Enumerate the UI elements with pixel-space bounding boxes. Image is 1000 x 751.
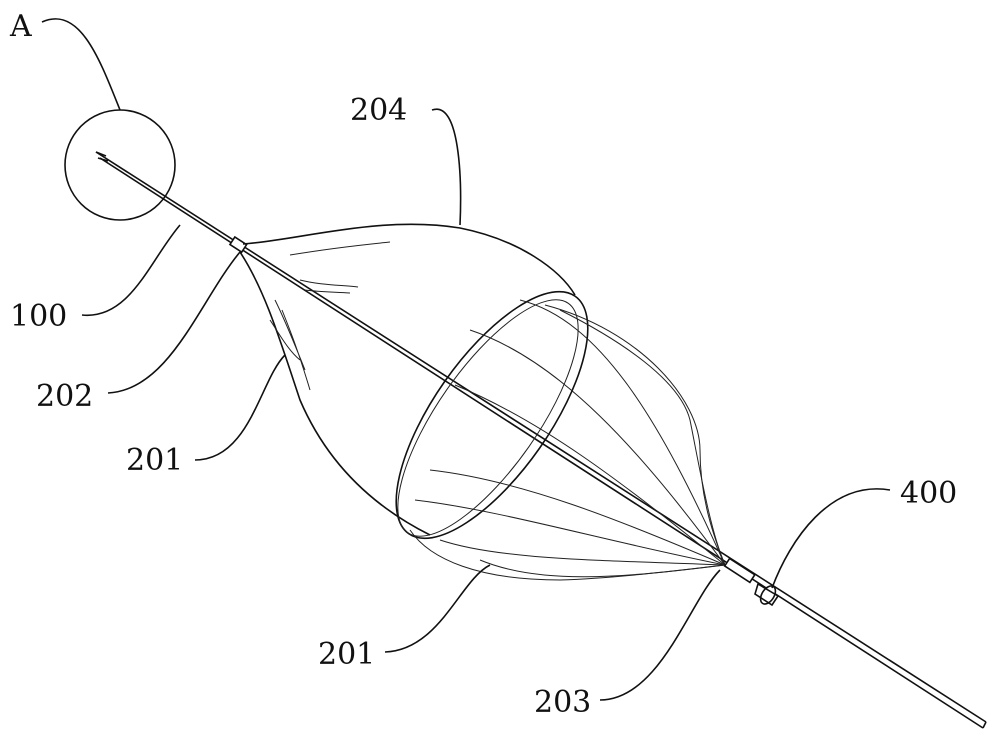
label-100: 100: [10, 299, 67, 334]
label-a: A: [9, 9, 32, 44]
basket-wires: [409, 299, 726, 581]
label-201-lower: 201: [318, 637, 375, 672]
label-203: 203: [534, 685, 591, 720]
tip-element: [754, 582, 780, 607]
leader-lines: [41, 18, 891, 701]
label-201-upper: 201: [126, 443, 183, 478]
label-204: 204: [350, 93, 407, 128]
detail-circle-a: [64, 109, 176, 221]
distal-collar: [723, 557, 756, 584]
catheter-shaft: [95, 151, 987, 729]
funnel: [239, 223, 589, 540]
label-202: 202: [36, 379, 93, 414]
label-400: 400: [900, 476, 957, 511]
proximal-collar: [228, 235, 248, 254]
